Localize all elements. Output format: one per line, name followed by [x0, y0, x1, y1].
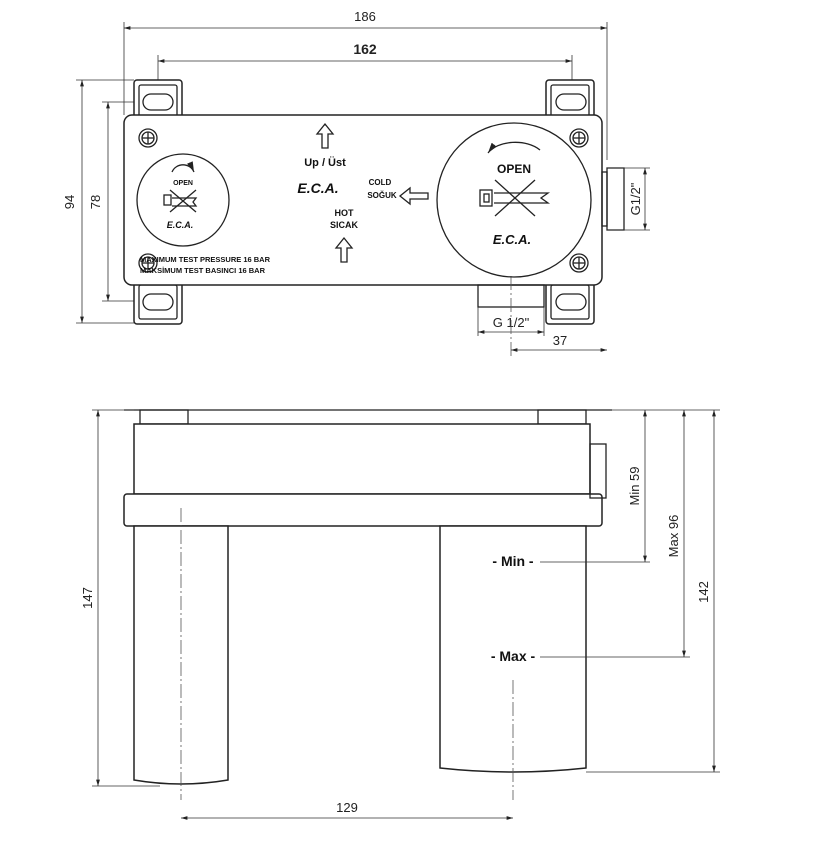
dim-129: 129 [336, 800, 358, 815]
cold-arrow-icon [398, 186, 429, 206]
screw-icon [569, 253, 589, 273]
side-housing [133, 423, 591, 495]
flow-labels: Up / Üst E.C.A. COLD SOĞUK HOT SICAK MAX… [140, 122, 429, 275]
dim-min-59: Min 59 [627, 466, 642, 505]
large-valve-disc: OPEN E.C.A. [436, 122, 592, 278]
hot-label: HOT [335, 208, 355, 218]
dim-186: 186 [354, 9, 376, 24]
pressure-label-tr: MAKSİMUM TEST BASINCI 16 BAR [140, 266, 266, 275]
hot-arrow-icon [334, 236, 354, 263]
dimension-center-distance: 129 [181, 800, 513, 820]
dimension-max-depth: Max 96 [666, 410, 686, 657]
cold-label: COLD [369, 178, 392, 187]
small-valve-disc: OPEN E.C.A. [136, 153, 230, 247]
mounting-bracket-bottom-left [133, 281, 183, 325]
bottom-outlet: G 1/2" 37 [477, 276, 607, 356]
large-brand-logo: E.C.A. [493, 232, 531, 247]
dimension-overall-depth: 142 [586, 409, 720, 773]
mounting-bracket-bottom-right [545, 281, 595, 325]
dim-max-96: Max 96 [666, 515, 681, 558]
min-marker: - Min - [492, 553, 650, 569]
max-marker: - Max - [491, 648, 690, 664]
dim-g12-side: G1/2" [628, 182, 643, 215]
dim-78: 78 [88, 195, 103, 209]
screw-icon [138, 253, 158, 273]
up-arrow-icon [315, 122, 335, 149]
cold-label-tr: SOĞUK [367, 191, 397, 200]
small-brand-logo: E.C.A. [167, 220, 194, 230]
dimension-min-depth: Min 59 [627, 410, 647, 562]
center-brand-logo: E.C.A. [297, 180, 338, 196]
dimension-overall-width: 186 [123, 9, 608, 160]
up-label: Up / Üst [304, 156, 346, 169]
small-open-label: OPEN [173, 180, 193, 187]
side-plate [123, 493, 603, 527]
dim-162: 162 [353, 41, 377, 57]
right-cylinder [439, 525, 587, 773]
dim-147: 147 [80, 587, 95, 609]
hot-label-tr: SICAK [330, 220, 359, 230]
dimension-inner-height: 78 [88, 101, 140, 302]
dim-142: 142 [696, 581, 711, 603]
pressure-label-en: MAXIMUM TEST PRESSURE 16 BAR [140, 255, 271, 264]
top-view: 186 162 94 78 [62, 9, 650, 356]
mounting-bracket-top-right [545, 79, 595, 125]
min-label: - Min - [492, 553, 534, 569]
dimension-side-depth: 147 [80, 409, 160, 787]
max-label: - Max - [491, 648, 536, 664]
dim-37: 37 [553, 333, 567, 348]
dimension-mount-spacing: 162 [157, 41, 573, 80]
dimension-overall-height: 94 [62, 79, 134, 324]
dim-94: 94 [62, 195, 77, 209]
screw-icon [138, 128, 158, 148]
screw-icon [569, 128, 589, 148]
side-outlet: G1/2" [601, 167, 650, 231]
side-view: - Min - - Max - 147 142 Max 96 [80, 409, 720, 820]
large-open-label: OPEN [497, 162, 531, 176]
left-cylinder [133, 525, 229, 785]
